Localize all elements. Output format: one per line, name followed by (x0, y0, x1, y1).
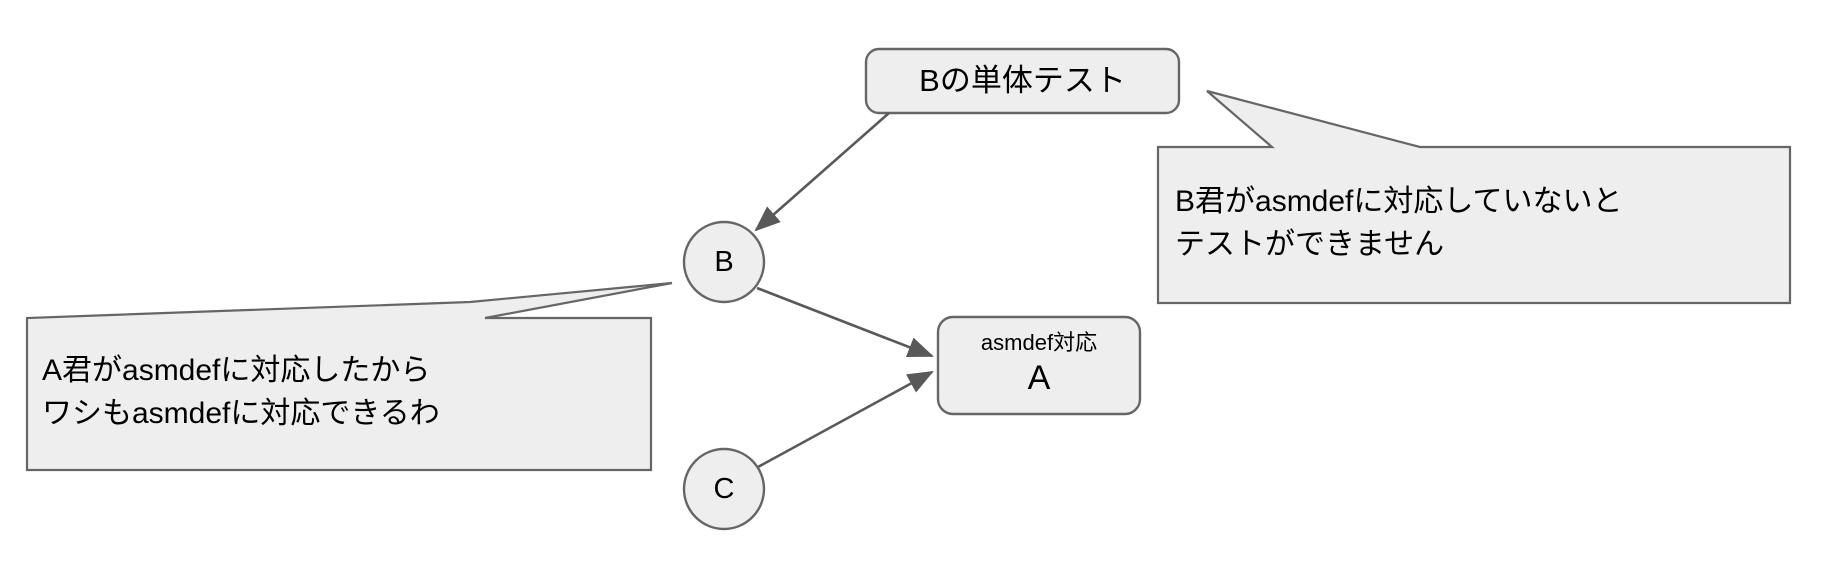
node-b-shape[interactable] (682, 220, 766, 304)
callout-left-line-2: ワシもasmdefに対応できるわ (42, 396, 440, 430)
node-a-label-top: asmdef対応 (980, 330, 1098, 355)
callout-right-shape (1156, 89, 1792, 305)
callout-left-shape (25, 281, 673, 472)
callout-left-line-1: A君がasmdefに対応したから (42, 354, 431, 387)
test-box-shape[interactable] (864, 47, 1181, 115)
edge-testbox-to-b (754, 112, 890, 232)
node-c-shape[interactable] (682, 447, 766, 531)
node-a-shape[interactable] (936, 315, 1142, 416)
edge-b-to-a (756, 286, 934, 358)
callout-left-text: A君がasmdefに対応したから ワシもasmdefに対応できるわ (42, 350, 642, 435)
callout-right-line-2: テストができません (1175, 227, 1445, 261)
test-box-label: Bの単体テスト (919, 63, 1126, 98)
node-b-label: B (714, 246, 734, 278)
callout-right-line-1: B君がasmdefに対応していないと (1175, 185, 1623, 218)
edge-c-to-a (757, 370, 934, 469)
callout-right-text: B君がasmdefに対応していないと テストができません (1175, 181, 1785, 266)
node-a-label-main: A (1027, 359, 1051, 397)
node-c-label: C (713, 473, 735, 505)
